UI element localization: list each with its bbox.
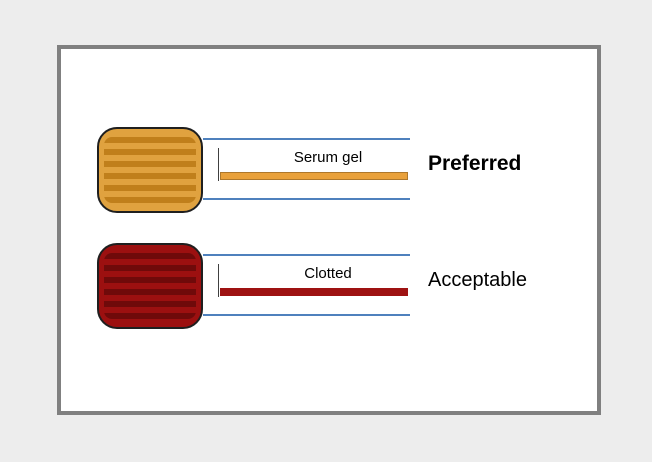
tube-outline-top [203, 138, 410, 140]
tube-outline-top [203, 254, 410, 256]
serum-gel-bar [220, 172, 408, 180]
tube-content-label: Clotted [231, 260, 425, 288]
tube-outline-bottom [203, 314, 410, 316]
tube-cap-icon [97, 243, 203, 329]
tube-shoulder-line [218, 264, 219, 297]
tube-shoulder-line [218, 148, 219, 181]
tube-clotted: Clotted Acceptable [61, 49, 597, 411]
clot-bar [220, 288, 408, 296]
tube-content-label: Serum gel [231, 144, 425, 172]
status-label: Preferred [428, 152, 522, 175]
tube-serum-gel: Serum gel Preferred [61, 49, 597, 411]
diagram-panel: Serum gel Preferred Clotted Acceptable [57, 45, 601, 415]
cap-stripes-icon [104, 137, 196, 203]
status-label: Acceptable [428, 269, 527, 291]
tube-cap-icon [97, 127, 203, 213]
cap-stripes-icon [104, 253, 196, 319]
tube-outline-bottom [203, 198, 410, 200]
